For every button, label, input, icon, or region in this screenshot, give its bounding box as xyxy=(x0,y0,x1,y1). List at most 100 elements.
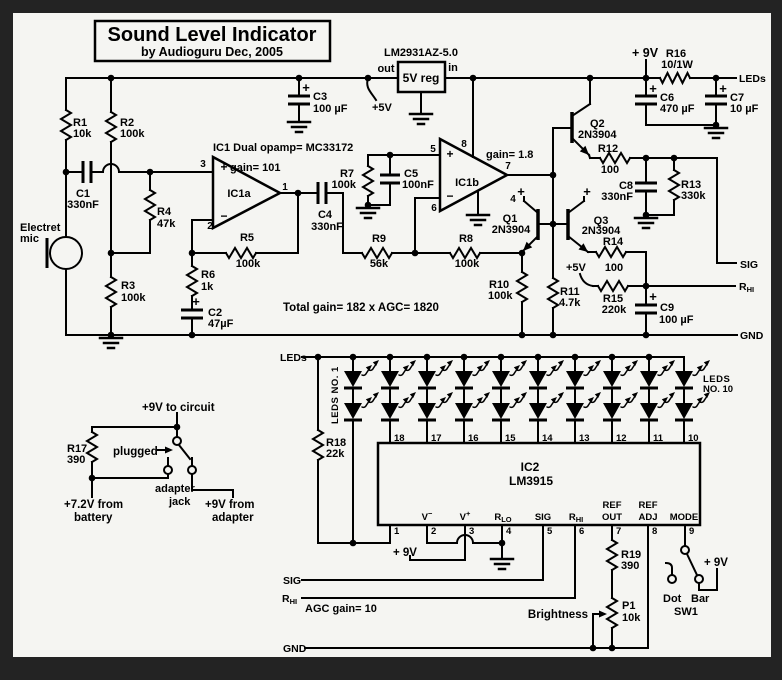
c5-label: C5 xyxy=(404,168,418,180)
ic2-pin13: 13 xyxy=(579,433,590,444)
c4-label: C4 xyxy=(318,209,333,221)
mic-label-1: Electret xyxy=(20,222,61,234)
r18-label: R18 xyxy=(326,437,346,449)
led-array: LEDs LEDS NO. 1 LEDS NO. 10 18 17 16 15 … xyxy=(280,352,733,544)
ic2-pin10: 10 xyxy=(688,433,699,444)
c9-value: 100 µF xyxy=(659,314,694,326)
r4-label: R4 xyxy=(157,206,172,218)
c7-plus: + xyxy=(719,81,727,96)
r12-value: 100 xyxy=(601,164,619,176)
r3-value: 100k xyxy=(121,292,146,304)
r7-value: 100k xyxy=(332,179,357,191)
net-label-leds-mid: LEDs xyxy=(280,352,307,364)
c3-value: 100 µF xyxy=(313,103,348,115)
ic2-pin17: 17 xyxy=(431,433,442,444)
ic1b-name: IC1b xyxy=(455,177,479,189)
r1-value: 10k xyxy=(73,128,92,140)
cap-c9: + C9 100 µF xyxy=(635,285,694,336)
ic1a-pin2: 2 xyxy=(207,221,213,232)
transistor-q2: Q2 2N3904 xyxy=(552,77,617,157)
battery-label-2: battery xyxy=(74,512,113,524)
ic2-lm3915: IC2 LM3915 V− V+ RLO SIG RHI REF OUT REF… xyxy=(376,441,702,537)
resistor-r2: R2 100k xyxy=(104,77,145,254)
regulator-label: 5V reg xyxy=(403,71,440,85)
c2-label: C2 xyxy=(208,307,222,319)
ic2-name: IC2 xyxy=(521,460,540,474)
ic2-pin-mode: MODE xyxy=(670,512,699,523)
v9-circuit-label: +9V to circuit xyxy=(142,402,215,414)
adapter-label-1: +9V from xyxy=(205,499,255,511)
net-label-rhi-top: RHI xyxy=(739,281,754,294)
r9-value: 56k xyxy=(370,258,389,270)
ic2-pin8: 8 xyxy=(652,526,657,537)
ic2-pin18: 18 xyxy=(394,433,405,444)
electret-mic: Electret mic xyxy=(20,171,83,336)
ic2-pin15: 15 xyxy=(505,433,516,444)
r13-value: 330k xyxy=(681,190,706,202)
c3-label: C3 xyxy=(313,91,327,103)
v5-label: +5V xyxy=(372,102,393,114)
resistor-r14: R14 100 xyxy=(587,236,647,287)
regulator: LM2931AZ-5.0 5V reg out in +5V xyxy=(366,47,458,126)
r3-label: R3 xyxy=(121,280,135,292)
sw1-name: SW1 xyxy=(674,606,698,618)
regulator-part: LM2931AZ-5.0 xyxy=(384,47,458,59)
ic1b-plus: + xyxy=(446,147,453,161)
r5-label: R5 xyxy=(240,232,254,244)
led-col10-label-2: NO. 10 xyxy=(703,384,733,395)
resistor-r15: +5V R15 220k RHI xyxy=(566,262,754,316)
ic2-pin3: 3 xyxy=(469,526,474,537)
led-col1-label: LEDS NO. 1 xyxy=(330,366,341,424)
c6-plus: + xyxy=(649,81,657,96)
r19-value: 390 xyxy=(621,560,639,572)
c4-value: 330nF xyxy=(311,221,343,233)
p1-value: 10k xyxy=(622,612,641,624)
ic2-pin-vplus: V+ xyxy=(460,509,471,523)
ic1a-plus: + xyxy=(220,160,227,174)
ic1b-minus: − xyxy=(446,189,453,203)
resistor-r8: R8 100k xyxy=(414,233,523,270)
resistor-r11: R11 4.7k xyxy=(546,276,581,336)
r11-label: R11 xyxy=(560,286,580,298)
net-label-rhi-bot: RHI xyxy=(282,593,297,606)
c6-label: C6 xyxy=(660,92,674,104)
c9-plus: + xyxy=(649,289,657,304)
resistor-r10: R10 100k xyxy=(488,249,529,336)
v9-pin3-label: + 9V xyxy=(393,547,417,559)
sw1-bar-label: Bar xyxy=(691,593,710,605)
led-col10-label-1: LEDS xyxy=(703,374,730,385)
ic2-pin-rlo: RLO xyxy=(494,512,511,524)
q3-label: Q3 xyxy=(594,215,609,227)
top-rail: LEDs xyxy=(65,70,766,86)
resistor-r18: R18 22k xyxy=(311,356,391,547)
c2-value: 47µF xyxy=(208,318,234,330)
adapter-label-2: adapter xyxy=(212,512,254,524)
net-label-sig-bot: SIG xyxy=(283,575,301,587)
r15-value: 220k xyxy=(602,304,627,316)
r8-label: R8 xyxy=(459,233,473,245)
ref-network: R7 100k C5 100nF xyxy=(332,151,441,220)
ic2-pin11: 11 xyxy=(653,433,664,444)
r15-v5-label: +5V xyxy=(566,262,587,274)
c9-label: C9 xyxy=(660,302,674,314)
r10-label: R10 xyxy=(489,279,509,291)
c1-label: C1 xyxy=(76,188,90,200)
ic1b-pin8: 8 xyxy=(461,139,467,150)
ic2-pin-refadj-2: ADJ xyxy=(638,512,657,523)
r13-label: R13 xyxy=(681,179,701,191)
feedback-ic1a: R5 100k R6 1k + C2 47µF xyxy=(181,192,299,336)
cap-c8: C8 330nF xyxy=(601,157,659,230)
total-gain-note: Total gain= 182 x AGC= 1820 xyxy=(283,302,439,314)
mic-label-2: mic xyxy=(20,233,39,245)
r16-label: R16 xyxy=(666,48,686,60)
ic2-pin-rhi: RHI xyxy=(569,512,583,524)
c6-value: 470 µF xyxy=(660,103,695,115)
gnd-mid-line: GND xyxy=(65,330,764,350)
ic2-pin-vminus: V− xyxy=(422,509,433,523)
r9-label: R9 xyxy=(372,233,386,245)
r14-value: 100 xyxy=(605,262,623,274)
transistor-q3: + Q3 2N3904 xyxy=(552,184,621,254)
q2-label: Q2 xyxy=(590,118,605,130)
r10-value: 100k xyxy=(488,290,513,302)
ic2-pin12: 12 xyxy=(616,433,627,444)
